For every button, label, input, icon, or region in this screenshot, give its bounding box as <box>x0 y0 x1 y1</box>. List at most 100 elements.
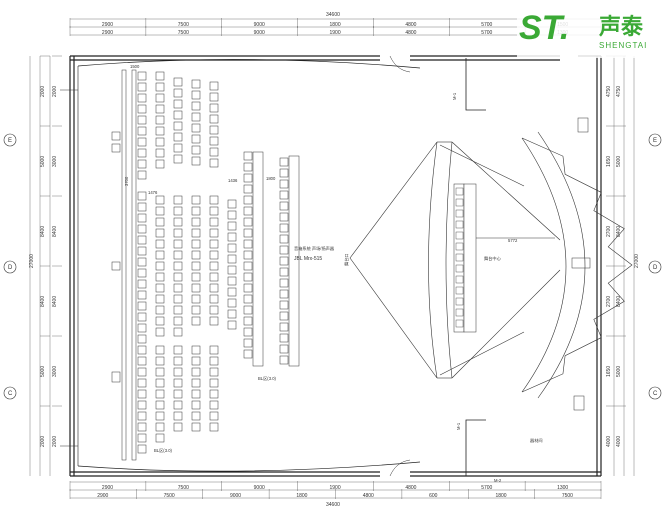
seat <box>137 312 147 322</box>
seat <box>191 294 201 304</box>
seat <box>227 265 237 275</box>
seat <box>243 217 253 227</box>
seat <box>279 190 289 200</box>
seat <box>155 422 165 432</box>
seat <box>279 267 289 277</box>
seat <box>191 228 201 238</box>
seat <box>173 250 183 260</box>
stage-note: 舞台中心 <box>484 255 502 262</box>
door-label-1: M-1 <box>452 92 457 100</box>
seat <box>137 104 147 114</box>
top-dimension: 7500 <box>178 22 189 28</box>
seat <box>137 148 147 158</box>
seat <box>155 283 165 293</box>
stage-riser <box>455 253 464 262</box>
seat-note-1: 1500 <box>130 64 140 69</box>
bottom-dimension: 5700 <box>481 485 492 491</box>
seat <box>155 159 165 169</box>
stage-riser <box>455 220 464 229</box>
seat <box>209 411 219 421</box>
seat <box>173 294 183 304</box>
seat <box>243 316 253 326</box>
overall-dim-bottom: 34600 <box>326 502 340 508</box>
seat <box>279 179 289 189</box>
stage-riser <box>455 319 464 328</box>
seat <box>243 228 253 238</box>
seat <box>243 162 253 172</box>
seat <box>191 356 201 366</box>
seat <box>227 232 237 242</box>
seat <box>137 126 147 136</box>
seat <box>173 272 183 282</box>
bottom-dimension: 1900 <box>330 485 341 491</box>
bottom-dimension: 4800 <box>405 485 416 491</box>
svg-text:D: D <box>653 265 658 271</box>
seat <box>209 389 219 399</box>
seat <box>209 239 219 249</box>
logo-mark: ST. <box>519 9 569 47</box>
seat <box>209 305 219 315</box>
left-dimension: 8400 <box>40 226 46 237</box>
seat <box>137 115 147 125</box>
seat <box>155 115 165 125</box>
seat <box>209 367 219 377</box>
seat <box>137 301 147 311</box>
building-walls <box>69 55 602 477</box>
seat <box>243 206 253 216</box>
seat <box>227 309 237 319</box>
seat <box>243 195 253 205</box>
seat <box>209 228 219 238</box>
seat <box>173 239 183 249</box>
seat <box>173 400 183 410</box>
stage-riser <box>455 264 464 273</box>
seat <box>279 234 289 244</box>
seat <box>137 191 147 201</box>
seat-note-4: 1436 <box>228 178 238 183</box>
left-dimension-inner: 8400 <box>52 296 58 307</box>
bottom-dimension-2: 1800 <box>296 493 307 499</box>
seat <box>209 294 219 304</box>
svg-text:E: E <box>8 138 12 144</box>
seat <box>137 400 147 410</box>
seat <box>155 71 165 81</box>
axis-bubble-D: D <box>3 260 17 274</box>
axis-markers-right: EDC <box>648 133 662 400</box>
seat <box>209 158 219 168</box>
seat <box>243 327 253 337</box>
axis-bubble-D: D <box>648 260 662 274</box>
seat <box>279 322 289 332</box>
seat <box>173 422 183 432</box>
seat <box>191 206 201 216</box>
seat <box>173 154 183 164</box>
seat <box>227 254 237 264</box>
seat <box>191 378 201 388</box>
svg-text:C: C <box>653 391 658 397</box>
seat <box>173 143 183 153</box>
seat <box>191 389 201 399</box>
seat <box>137 93 147 103</box>
seat <box>279 311 289 321</box>
seat <box>173 316 183 326</box>
stage-riser <box>455 297 464 306</box>
seat <box>173 305 183 315</box>
distance-label: 5772 <box>508 238 518 243</box>
seat <box>243 283 253 293</box>
seat <box>137 202 147 212</box>
seat <box>191 217 201 227</box>
seat <box>227 320 237 330</box>
top-dimension-2: 7500 <box>178 30 189 36</box>
left-note: 舞台口 <box>343 253 350 266</box>
top-dimension-2: 9000 <box>254 30 265 36</box>
seat <box>209 136 219 146</box>
seat <box>137 290 147 300</box>
axis-bubble-C: C <box>3 386 17 400</box>
seat <box>191 316 201 326</box>
seat <box>155 195 165 205</box>
seat <box>243 338 253 348</box>
seat <box>191 305 201 315</box>
logo-chinese: 声泰 <box>598 15 644 40</box>
seat <box>279 256 289 266</box>
seat <box>209 261 219 271</box>
left-dimension: 5000 <box>40 156 46 167</box>
